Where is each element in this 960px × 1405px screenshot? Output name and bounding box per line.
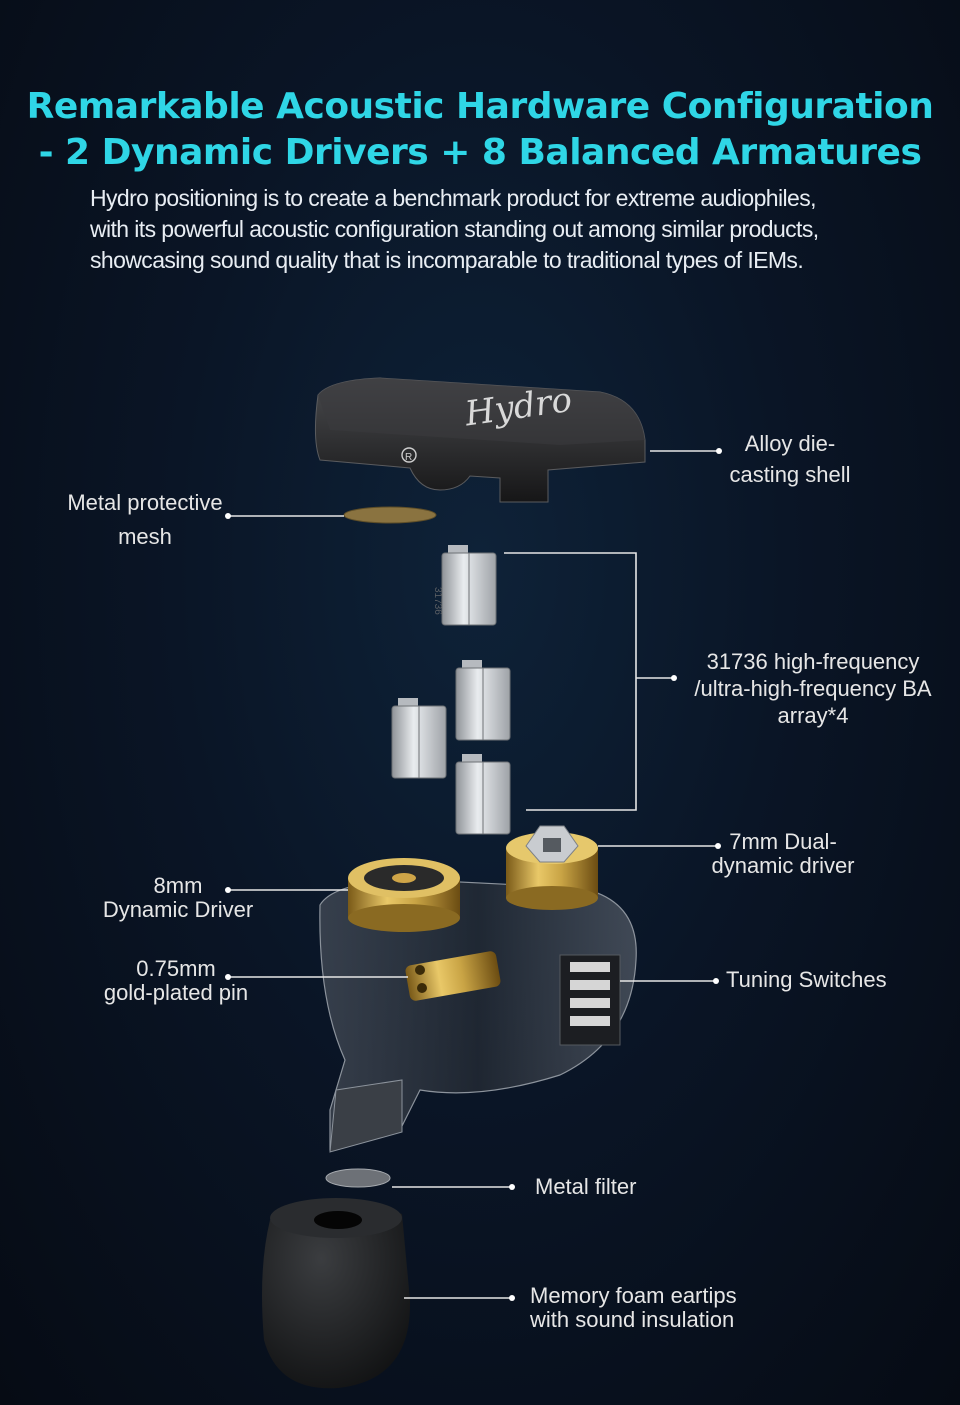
- metal-mesh: [343, 506, 437, 524]
- label-dual-driver: 7mm Dual-dynamic driver: [711, 829, 855, 878]
- label-metal-filter: Metal filter: [535, 1174, 637, 1199]
- transparent-shell: [319, 879, 637, 1153]
- ba-driver: [455, 754, 511, 835]
- title-line-2: - 2 Dynamic Drivers + 8 Balanced Armatur…: [38, 132, 922, 173]
- intro-text: Hydro positioning is to create a benchma…: [90, 183, 890, 276]
- intro-line-1: Hydro positioning is to create a benchma…: [90, 185, 817, 211]
- intro-line-3: showcasing sound quality that is incompa…: [90, 247, 804, 273]
- label-tuning-switches: Tuning Switches: [726, 967, 887, 992]
- metal-filter: [325, 1168, 391, 1188]
- svg-text:31736: 31736: [432, 587, 443, 615]
- dynamic-driver-8mm: [348, 858, 460, 932]
- label-ba-array: 31736 high-frequency/ultra-high-frequenc…: [694, 649, 932, 728]
- tuning-switches: [559, 954, 621, 1046]
- gold-plated-pin-socket: [405, 951, 501, 1001]
- alloy-shell: R Hydro: [314, 377, 646, 503]
- ba-driver: [391, 698, 447, 779]
- registered-mark-icon: [401, 447, 417, 463]
- memory-foam-eartip: [262, 1198, 411, 1389]
- intro-line-2: with its powerful acoustic configuration…: [90, 216, 819, 242]
- svg-text:R: R: [405, 452, 412, 463]
- title-line-1: Remarkable Acoustic Hardware Configurati…: [26, 86, 934, 127]
- label-alloy-shell: Alloy die-casting shell: [729, 431, 851, 487]
- dual-dynamic-driver-7mm: [506, 825, 598, 910]
- ba-driver: 31736: [432, 545, 497, 626]
- ba-driver: [455, 660, 511, 741]
- leader-lines: [225, 448, 722, 1301]
